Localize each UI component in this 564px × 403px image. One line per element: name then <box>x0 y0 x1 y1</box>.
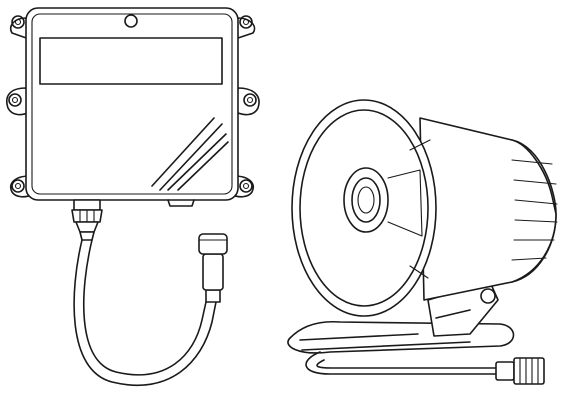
mounting-ear-mid-right <box>235 87 260 116</box>
rear-cap <box>511 139 557 283</box>
box-body <box>25 7 239 201</box>
horn-speaker-icon <box>287 99 558 385</box>
horn-bell-inner <box>299 109 429 307</box>
box-lid <box>31 13 233 195</box>
siren-wire <box>305 351 505 375</box>
siren-connector <box>495 357 545 385</box>
cable <box>73 239 217 387</box>
driver-outer <box>343 167 389 233</box>
driver-inner <box>351 177 381 223</box>
cable-gland <box>71 199 103 241</box>
mounting-ear-mid-left <box>6 87 31 116</box>
cone-line-bottom <box>409 265 429 279</box>
siren-wire-inner <box>316 359 505 369</box>
driver-core <box>357 186 375 214</box>
junction-box-icon <box>6 7 260 387</box>
housing-ribs <box>511 159 558 261</box>
glare-stripes <box>151 117 229 191</box>
cone-line-top <box>409 139 431 151</box>
cable-connector <box>198 233 228 303</box>
cable-inner <box>82 239 207 376</box>
top-hole <box>124 14 138 28</box>
bottom-tab <box>167 199 195 207</box>
driver-body <box>387 169 423 237</box>
label-window <box>39 37 223 85</box>
